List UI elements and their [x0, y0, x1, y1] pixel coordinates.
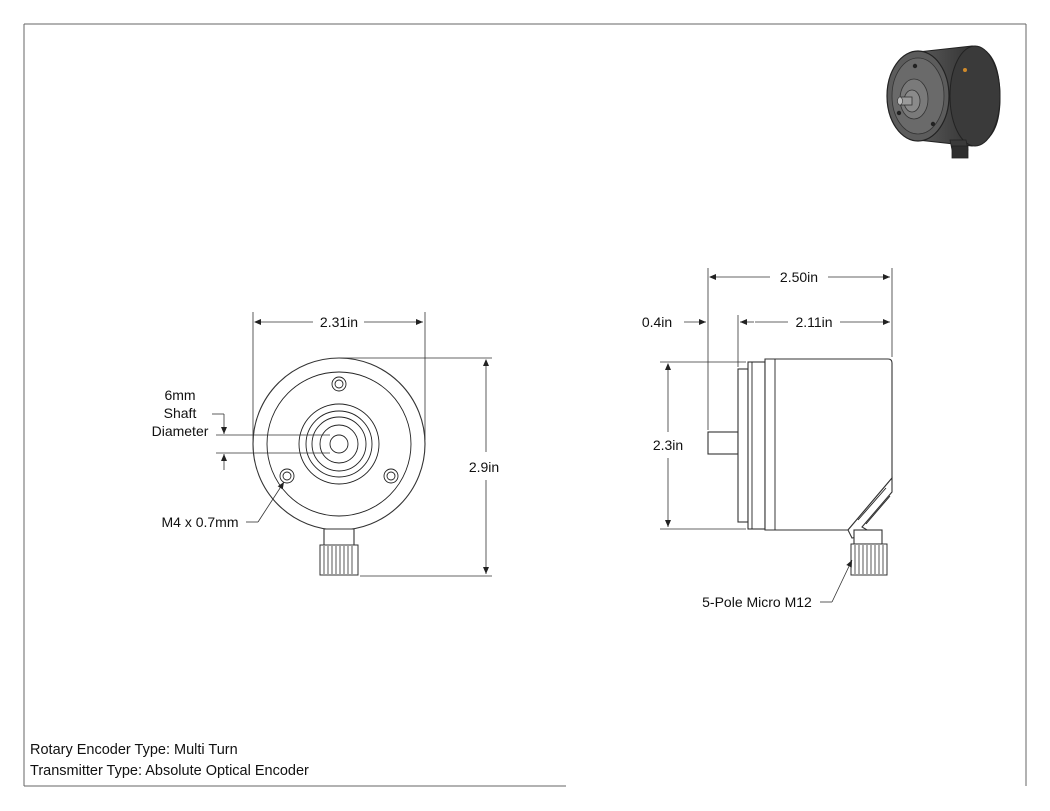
mounting-hole-top [331, 376, 347, 392]
hole-leader [246, 481, 285, 523]
front-width-label: 2.31in [320, 314, 358, 330]
side-view: 2.50in 0.4in 2.11in 2.3in 5-Pole Micro M… [642, 268, 893, 610]
front-height-dimension [339, 357, 492, 577]
connector-label: 5-Pole Micro M12 [702, 594, 812, 610]
side-flange-2 [747, 361, 766, 530]
shaft-label-line3: Diameter [152, 423, 209, 439]
front-connector [319, 528, 359, 576]
side-body-length-label: 2.11in [795, 314, 832, 330]
front-flange-circle [266, 371, 412, 517]
side-shaft-length-label: 0.4in [642, 314, 672, 330]
connector-leader [820, 559, 853, 603]
shaft-label-line1: 6mm [164, 387, 195, 403]
shaft-diameter-dimension [212, 413, 330, 470]
shaft-label-line2: Shaft [164, 405, 197, 421]
center-ring-4 [319, 424, 359, 464]
front-height-label: 2.9in [469, 459, 499, 475]
side-connector-housing [847, 476, 893, 539]
shaft-circle [329, 434, 349, 454]
note-transmitter-type: Transmitter Type: Absolute Optical Encod… [30, 763, 309, 779]
encoder-3d-icon [886, 45, 1001, 159]
side-shaft-length-dimension [684, 315, 754, 367]
front-width-dimension [252, 312, 426, 440]
center-ring-2 [305, 410, 373, 478]
side-overall-length-dimension [707, 268, 893, 430]
side-overall-length-label: 2.50in [780, 269, 818, 285]
side-shaft [707, 431, 739, 455]
mounting-hole-left [279, 468, 295, 484]
sheet-border [23, 23, 1027, 787]
side-connector [850, 529, 888, 576]
center-ring-outer [298, 403, 380, 485]
side-diameter-dimension [660, 361, 746, 530]
mounting-hole-right [383, 468, 399, 484]
center-ring-3 [311, 416, 367, 472]
note-encoder-type: Rotary Encoder Type: Multi Turn [30, 742, 238, 758]
side-diameter-label: 2.3in [653, 437, 683, 453]
front-outer-circle [252, 357, 426, 531]
hole-label: M4 x 0.7mm [161, 514, 238, 530]
front-view: 2.31in 2.9in 6mm Shaft Diameter M4 x 0.7… [152, 312, 499, 577]
side-flange-1 [737, 368, 749, 523]
